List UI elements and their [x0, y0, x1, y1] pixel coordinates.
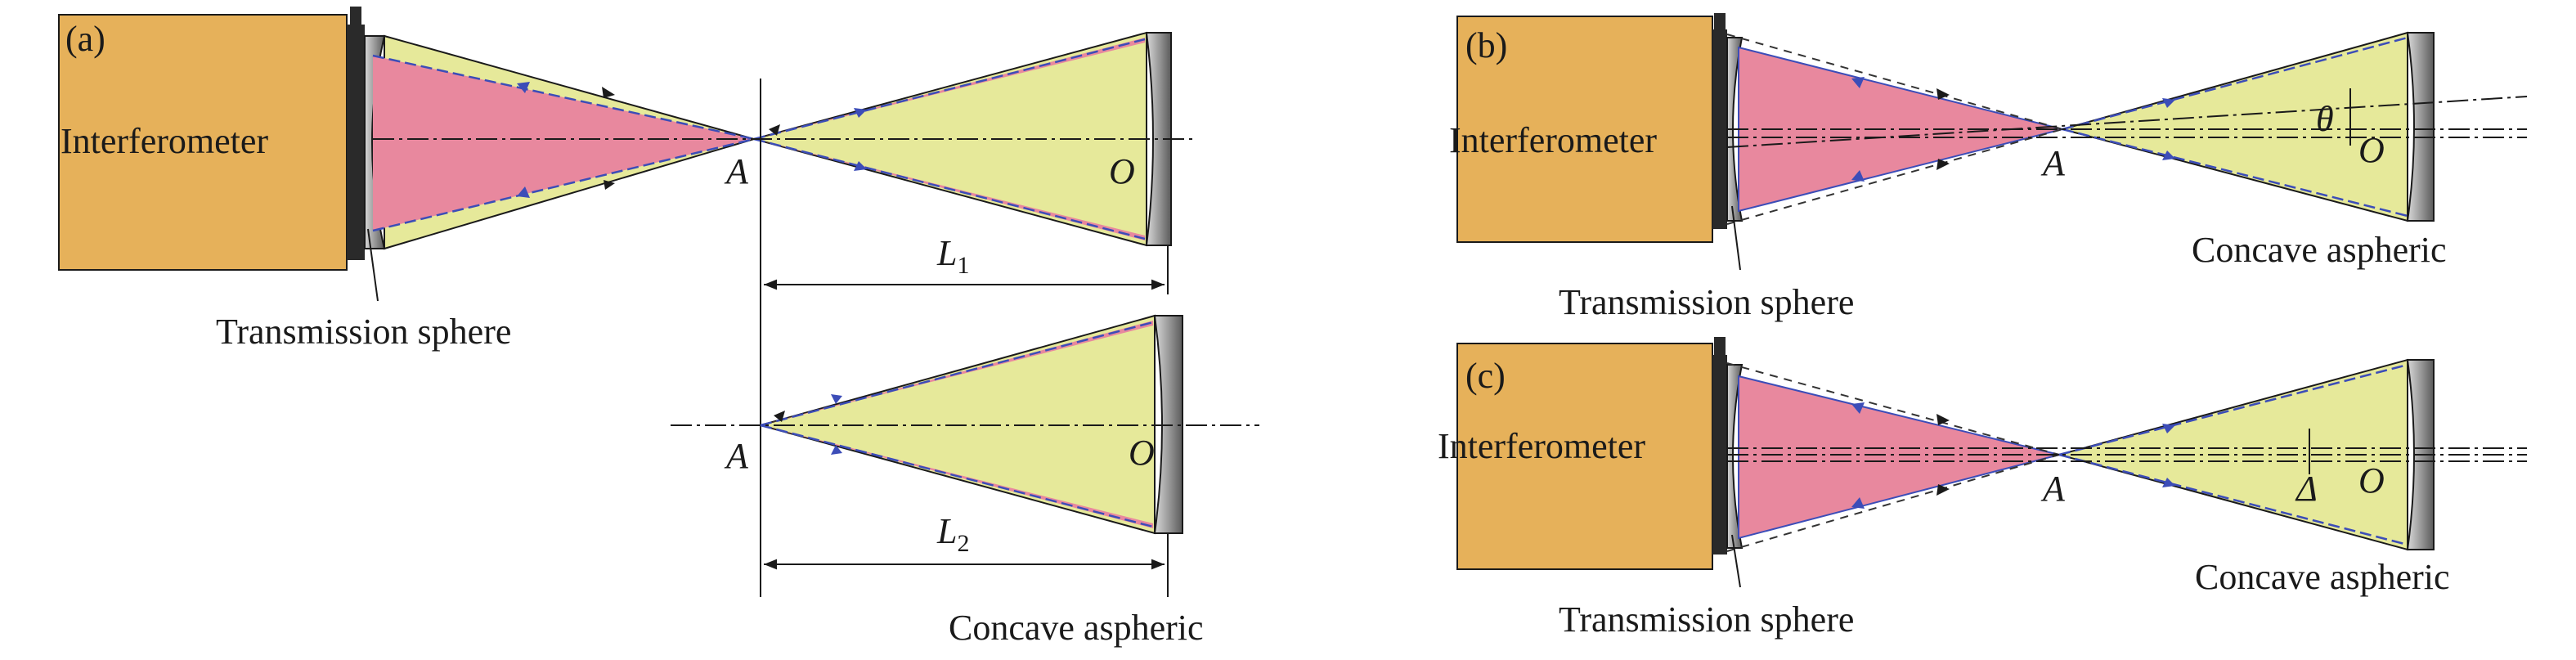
sphere-knob-b [1714, 13, 1726, 29]
concave-aspheric-label-c: Concave aspheric [2195, 557, 2450, 597]
interferometer-label-b: Interferometer [1449, 120, 1657, 160]
concave-mirror-b [2406, 32, 2435, 222]
ray-blue-b1 [2062, 36, 2408, 131]
arrow-in-bottom-c [1936, 484, 1950, 496]
arrow-lower-focus-a [774, 411, 785, 422]
arrow-out-top-b [2162, 98, 2175, 108]
arrow-in-top-c [1936, 414, 1950, 425]
arrow-out-bottom-c [2162, 478, 2175, 487]
yellow-beam-b [2059, 31, 2408, 222]
panel-a: (a) Interferometer A O Transmission sphe… [58, 7, 1259, 648]
transmission-sphere-label-c: Transmission sphere [1559, 599, 1854, 640]
arrow-in-bottom-b [1936, 159, 1950, 170]
arrow-in-top-a [602, 87, 615, 98]
panel-b-tag: (b) [1465, 25, 1507, 65]
sphere-knob-c [1714, 337, 1726, 355]
ray-blue-lower-a2 [760, 424, 1154, 528]
point-O-label-b: O [2358, 130, 2385, 170]
point-A-label-a: A [724, 151, 749, 191]
ray-blue-lower-a1 [760, 321, 1154, 427]
pink-beam-c [1738, 375, 2060, 540]
arrow-back-bottom-c [1851, 497, 1865, 509]
point-O-lower-label-a: O [1129, 433, 1155, 473]
concave-mirror-a [1145, 32, 1172, 246]
point-A-label-c: A [2040, 469, 2066, 509]
ray-blue-b2 [2062, 128, 2408, 218]
L1-label: L1 [936, 233, 969, 279]
ray-blue-c2 [2058, 453, 2408, 546]
arrow-back-top-a [517, 82, 530, 93]
delta-label-c: Δ [2295, 469, 2318, 509]
arrow-lower-top-a [831, 394, 842, 404]
interferometer-box-a [58, 14, 348, 271]
ray-blue-a4 [753, 137, 1146, 240]
tilted-axis-b [1726, 96, 2528, 148]
interferometer-box-c [1456, 343, 1713, 570]
panel-a-tag: (a) [65, 19, 105, 59]
interferometer-box-b [1456, 16, 1713, 243]
arrow-in-bottom-a [604, 180, 615, 190]
pink-beam-in-a [373, 56, 754, 231]
arrow-out-bottom-b [2162, 150, 2175, 160]
point-O-label-c: O [2358, 460, 2385, 501]
panel-c: (c) Interferometer Δ A O Transmission sp… [1438, 337, 2527, 640]
arrow-out-bottom-a [854, 161, 867, 171]
sphere-mount-a [347, 25, 365, 260]
sphere-leader-a [367, 228, 379, 302]
theta-label-b: θ [2316, 99, 2334, 139]
sphere-leader-c [1731, 534, 1741, 588]
concave-aspheric-label-b: Concave aspheric [2192, 230, 2447, 270]
L2-label: L2 [936, 511, 969, 557]
arrow-back-bottom-b [1851, 170, 1865, 182]
arrow-lower-bottom-a [831, 445, 842, 455]
arrow-out-top-a [854, 108, 867, 118]
ray-blue-a3 [753, 38, 1146, 141]
dashed-ray-c1 [1726, 362, 2060, 456]
arrow-focus-a [769, 124, 780, 136]
sphere-leader-b [1731, 205, 1741, 271]
arrow-back-bottom-a [517, 186, 530, 198]
arrow-back-top-c [1851, 402, 1865, 414]
concave-aspheric-label-a: Concave aspheric [949, 608, 1204, 648]
sphere-mount-c [1712, 355, 1727, 554]
sphere-mount-b [1712, 29, 1727, 229]
point-O-label-a: O [1109, 151, 1135, 191]
panel-b: (b) Interferometer θ A O Transmission sp… [1449, 13, 2528, 322]
ray-blue-c1 [2058, 363, 2408, 456]
interferometer-label-c: Interferometer [1438, 426, 1645, 466]
arrow-back-top-b [1851, 77, 1865, 88]
sphere-knob-a [350, 7, 361, 25]
point-A-label-b: A [2040, 143, 2066, 183]
point-A-lower-label-a: A [724, 436, 749, 476]
arrow-out-top-c [2162, 424, 2175, 433]
transmission-sphere-label-a: Transmission sphere [216, 312, 511, 352]
arrow-in-top-b [1936, 88, 1950, 100]
transmission-sphere-label-b: Transmission sphere [1559, 282, 1854, 322]
interferometer-label-a: Interferometer [61, 121, 268, 161]
panel-c-tag: (c) [1465, 356, 1506, 396]
